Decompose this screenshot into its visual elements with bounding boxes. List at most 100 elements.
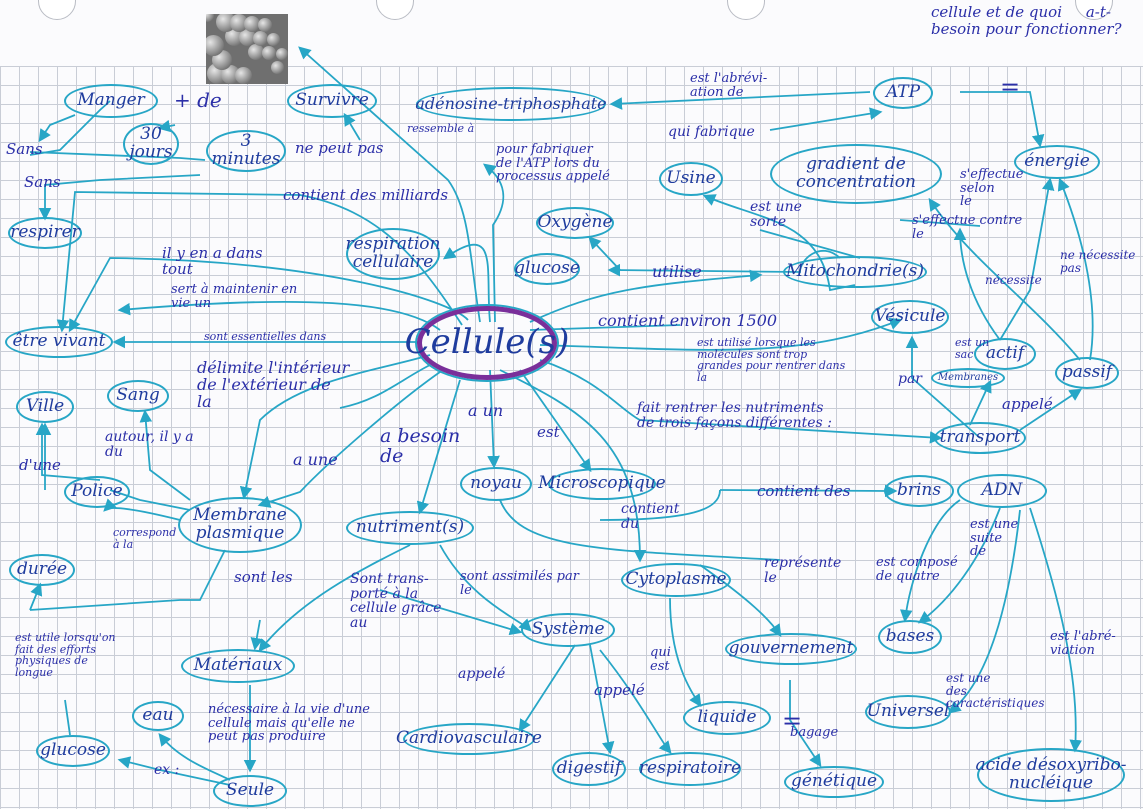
- link-label-plus-de: + de: [174, 88, 222, 112]
- link-label-ressemble: ressemble à: [407, 122, 475, 135]
- concept-node-sang: Sang: [107, 380, 169, 412]
- concept-node-survivre: Survivre: [287, 84, 377, 118]
- link-arrow: [239, 354, 431, 500]
- concept-node-cytoplasme: Cytoplasme: [621, 563, 731, 597]
- link-arrow: [669, 597, 702, 708]
- question-text: cellule et de quoi a-t- besoin pour fonc…: [931, 3, 1122, 38]
- concept-node-genetique: génétique: [784, 766, 884, 798]
- link-arrow: [103, 498, 181, 521]
- link-arrow: [928, 197, 1081, 361]
- link-arrow: [769, 107, 883, 131]
- link-label-qui-est: qui est: [650, 645, 671, 674]
- link-arrow: [1019, 388, 1083, 431]
- link-arrow: [117, 756, 231, 786]
- link-label-par: par: [898, 371, 923, 387]
- concept-node-cardio: Cardiovasculaire: [396, 723, 542, 755]
- link-label-contient-des: contient des: [757, 482, 851, 500]
- link-arrow: [298, 46, 481, 323]
- link-label-fait-rentrer: fait rentrer les nutriments de trois faç…: [637, 400, 832, 431]
- link-label-est-une-sorte: est une sorte: [750, 199, 802, 230]
- link-label-essentielles: sont essentielles dans: [204, 330, 327, 343]
- concept-node-systeme: Système: [521, 613, 615, 647]
- link-arrow: [599, 649, 672, 754]
- link-arrow: [609, 91, 871, 110]
- link-arrow: [588, 236, 621, 271]
- concept-node-membrane: Membrane plasmique: [178, 497, 302, 553]
- link-label-pour-fabriquer: pour fabriquer de l'ATP lors du processu…: [496, 142, 610, 185]
- concept-node-glucose2: glucose: [36, 735, 110, 767]
- link-label-contient-du: contient du: [621, 501, 680, 532]
- link-label-seffectue-selon: s'effectue selon le: [960, 167, 1024, 210]
- link-arrow: [257, 371, 441, 508]
- link-label-est-une-des: est une des caractéristiques: [946, 671, 1045, 711]
- concept-node-brins: brins: [884, 475, 954, 507]
- link-label-est: est: [537, 423, 560, 441]
- concept-node-ville: Ville: [16, 391, 74, 423]
- concept-node-adenosine: adénosine-triphosphate: [415, 87, 607, 121]
- link-label-est-un-sac: est un sac: [955, 336, 990, 361]
- link-label-est-utile: est utile lorsqu'on fait des efforts phy…: [15, 631, 116, 679]
- link-arrow: [789, 680, 822, 768]
- link-label-a-une: a une: [293, 450, 338, 469]
- link-arrow: [1029, 507, 1082, 753]
- concept-node-etrevivant: être vivant: [5, 326, 113, 358]
- concept-node-digestif: digestif: [552, 752, 626, 786]
- link-label-sont-assimiles: sont assimilés par le: [460, 569, 579, 598]
- link-label-sert-maintenir: sert à maintenir en vie un: [171, 282, 298, 311]
- link-arrow: [899, 219, 981, 227]
- link-label-sans2: Sans: [24, 173, 61, 191]
- concept-node-gouvernement: gouvernement: [725, 633, 857, 665]
- link-arrow: [29, 549, 226, 611]
- link-arrow: [38, 174, 201, 221]
- link-arrow: [416, 379, 461, 515]
- concept-node-mitochondries: Mitochondrie(s): [783, 256, 927, 288]
- link-arrow: [999, 177, 1055, 341]
- link-label-est-utilise: est utilisé lorsque les molécules sont t…: [697, 336, 846, 384]
- concept-node-universel: Universel: [865, 695, 951, 729]
- link-label-seffectue-contre: s'effectue contre le: [912, 213, 1023, 242]
- link-arrow: [905, 335, 981, 439]
- link-arrow: [953, 227, 1001, 341]
- link-label-sans1: Sans: [6, 140, 43, 158]
- link-label-a-un: a un: [468, 401, 504, 420]
- link-label-bagage: bagage: [790, 725, 839, 740]
- concept-node-3minutes: 3 minutes: [206, 130, 286, 172]
- link-label-dune: d'une: [19, 456, 61, 474]
- link-arrow: [379, 589, 523, 636]
- link-label-appele3: appelé: [594, 681, 645, 699]
- link-arrow: [599, 489, 721, 521]
- center-node-cellule: Cellule(s): [405, 306, 569, 380]
- link-arrow: [518, 644, 576, 733]
- link-arrow: [482, 163, 505, 323]
- link-label-egal2: =: [782, 707, 803, 735]
- link-label-abreviation1: est l'abrévi- ation de: [690, 71, 768, 100]
- concept-node-respiration: respiration cellulaire: [346, 228, 440, 280]
- link-arrow: [343, 112, 361, 141]
- concept-node-materiaux: Matériaux: [181, 649, 295, 683]
- link-arrow: [948, 509, 1021, 714]
- link-arrow: [29, 582, 43, 611]
- link-arrow: [589, 644, 615, 755]
- link-label-a-besoin: a besoin de: [380, 425, 461, 467]
- concept-node-actif: actif: [974, 338, 1036, 370]
- concept-node-microscopique: Microscopique: [538, 468, 666, 500]
- concept-node-bases: bases: [878, 620, 942, 654]
- link-label-necessite: nécessite: [985, 273, 1042, 287]
- link-arrow: [38, 114, 76, 143]
- concept-node-police: Police: [64, 476, 130, 508]
- link-arrow: [499, 369, 647, 563]
- concept-node-adn: ADN: [957, 474, 1047, 508]
- link-arrow: [917, 507, 1001, 624]
- link-arrow: [339, 364, 431, 409]
- link-label-ne-necessite-pas: ne nécessite pas: [1060, 248, 1136, 275]
- link-label-represente: représente le: [764, 555, 842, 586]
- concept-node-noyau: noyau: [460, 467, 532, 501]
- concept-node-gradient: gradient de concentration: [770, 144, 942, 204]
- link-arrow: [487, 369, 500, 469]
- cell-photo: [206, 14, 288, 84]
- link-arrow: [1057, 177, 1094, 361]
- concept-node-manger: Manger: [64, 84, 158, 118]
- concept-node-usine: Usine: [659, 162, 723, 196]
- link-arrow: [139, 409, 191, 501]
